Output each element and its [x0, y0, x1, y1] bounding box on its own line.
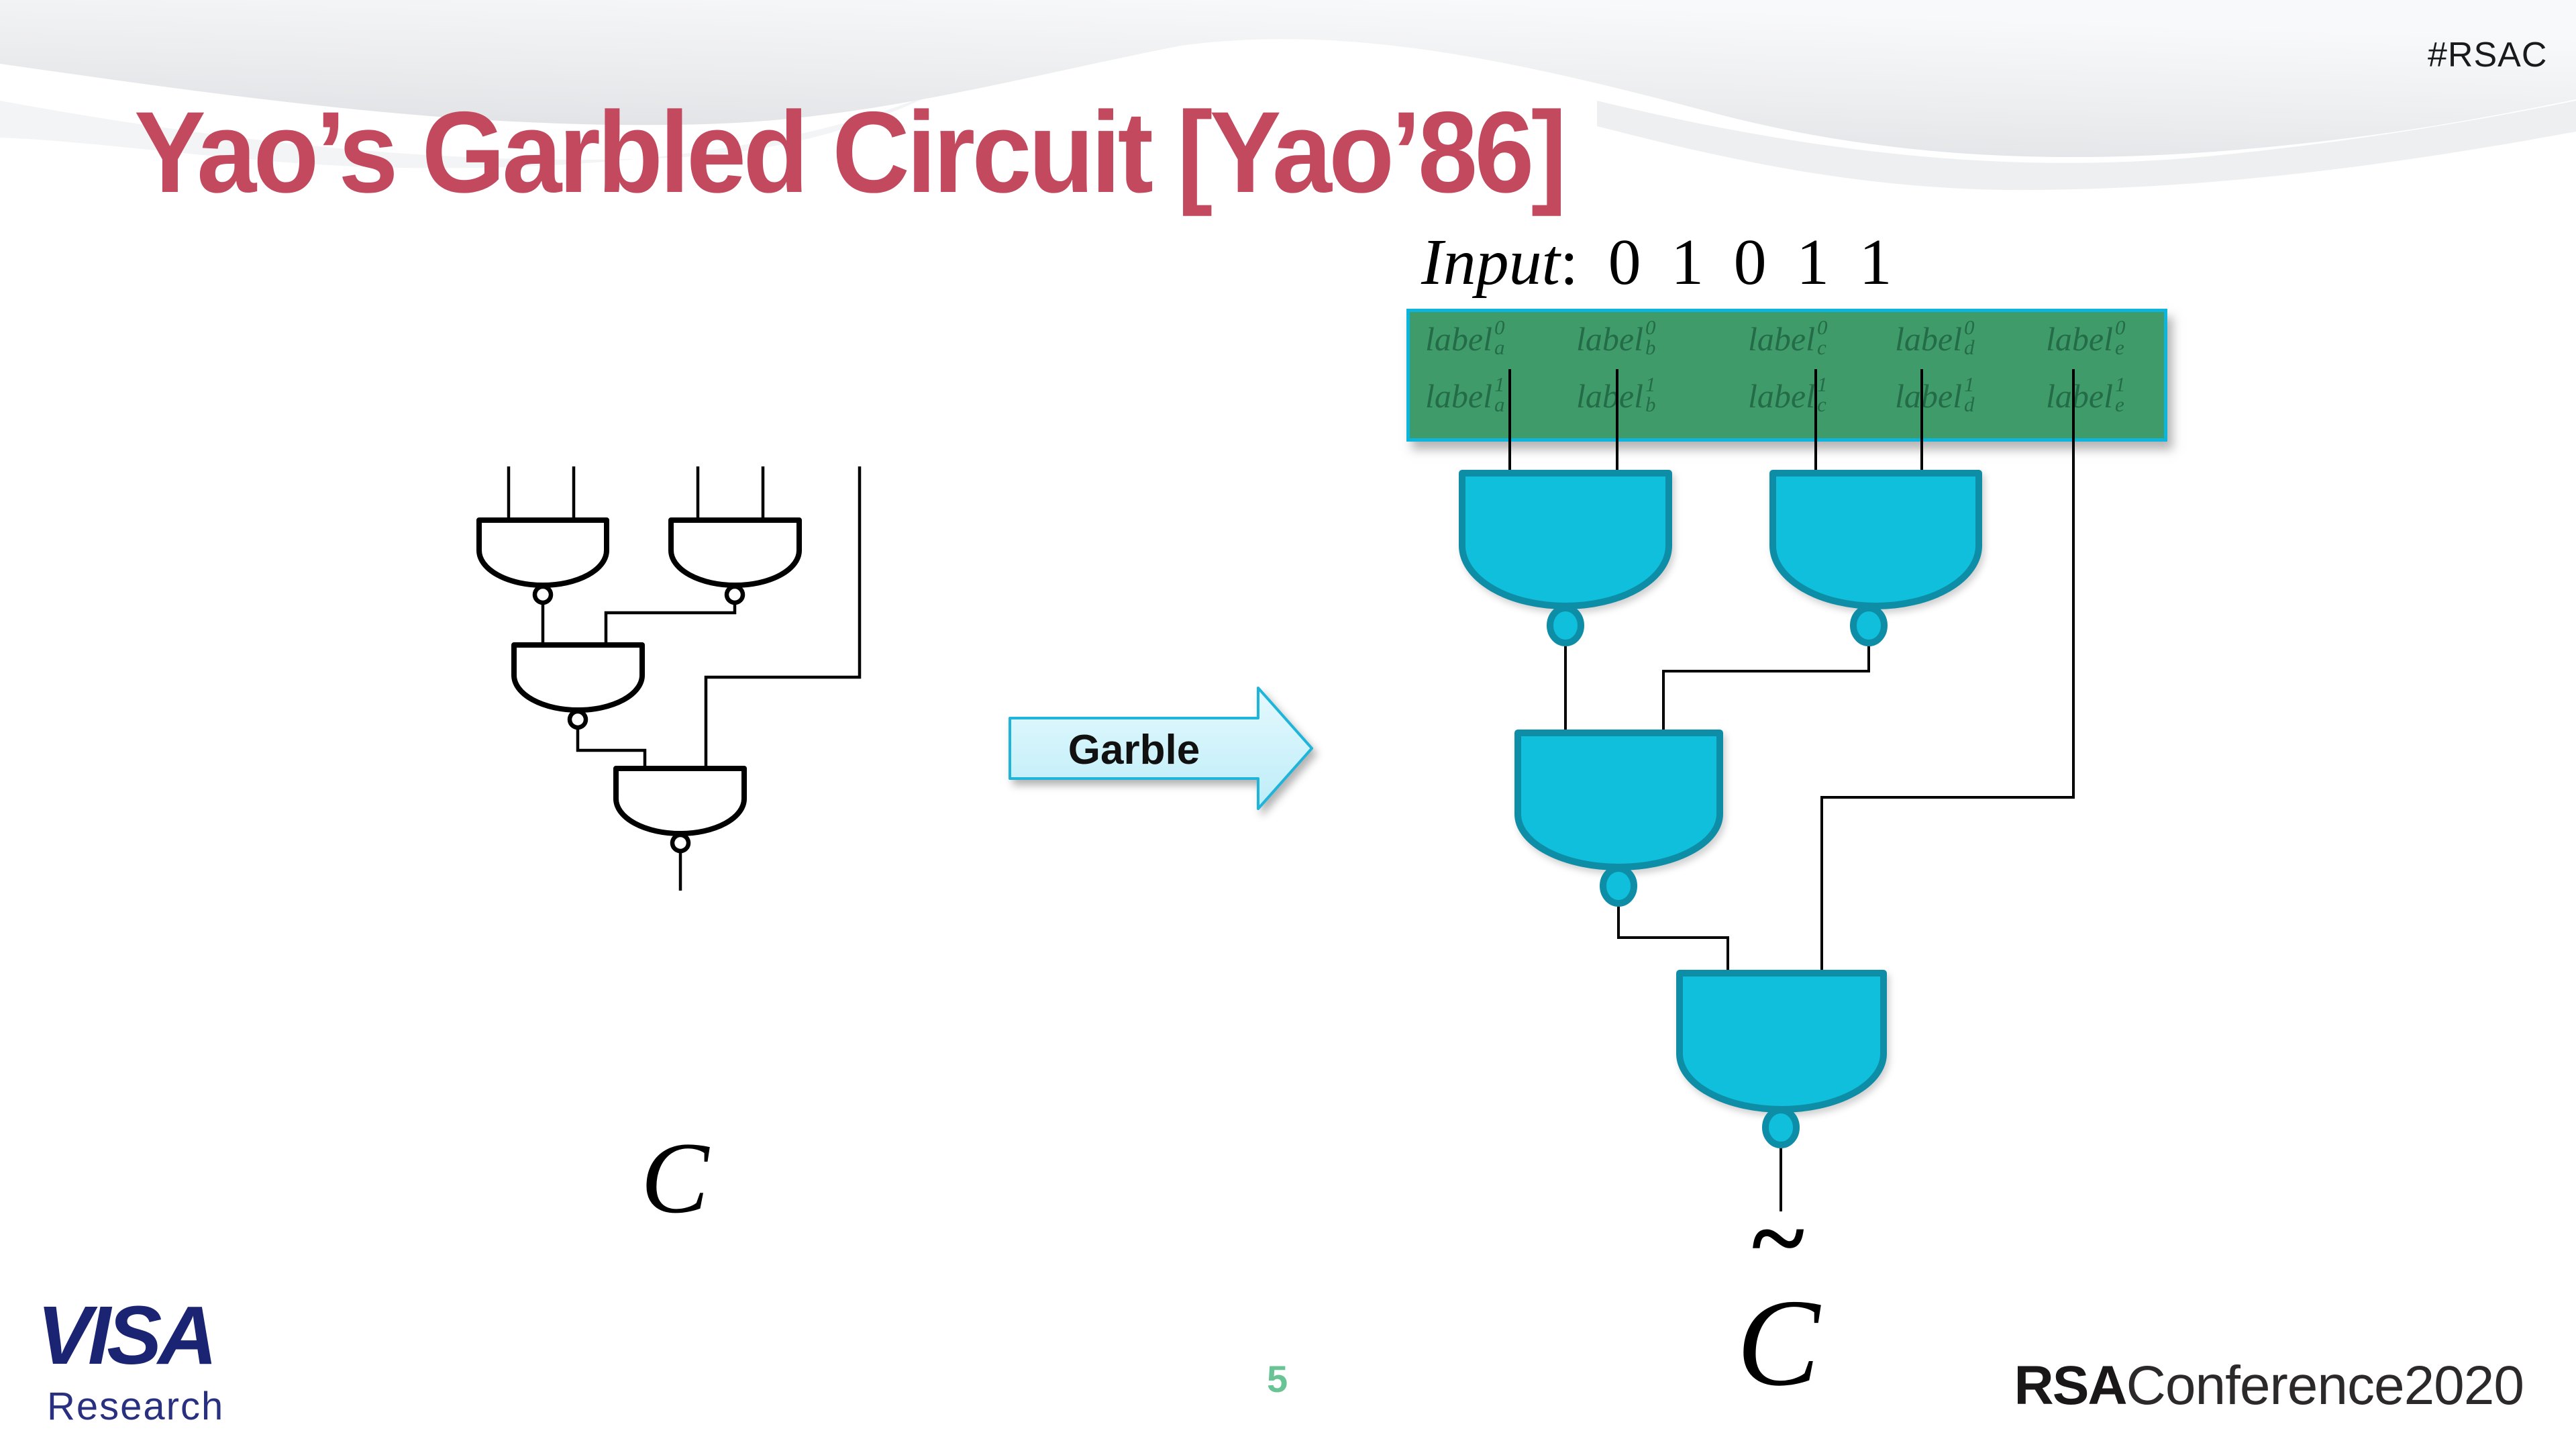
rsa-conference-logo: RSAConference2020 — [2014, 1354, 2525, 1417]
garbled-input-wire-long — [1820, 369, 2075, 973]
swoosh-wave-secondary — [1597, 101, 2576, 191]
garbled-not-bubble — [1600, 865, 1637, 907]
not-bubble — [567, 709, 588, 730]
garbled-nand-gates — [1459, 470, 1982, 1148]
gate-output-wire — [604, 604, 737, 645]
rsa-logo-bold: RSA — [2014, 1355, 2128, 1416]
hashtag-rsac: #RSAC — [2428, 36, 2548, 74]
garbled-gate-output-wire — [1662, 646, 1870, 733]
gate-output-wire — [576, 729, 647, 768]
slide-title: Yao’s Garbled Circuit [Yao’86] — [134, 88, 1567, 217]
not-bubble — [532, 584, 554, 605]
page-number: 5 — [1267, 1358, 1288, 1400]
garbled-gate-output-wire — [1617, 906, 1729, 973]
tilde-mark: ~ — [1751, 1183, 1804, 1294]
plain-circuit-diagram — [476, 466, 862, 891]
garbled-circuit-diagram — [1459, 369, 2075, 1211]
garbled-not-bubble — [1850, 605, 1888, 646]
nand-gate — [613, 766, 747, 836]
garble-arrow — [1009, 687, 1313, 810]
nand-gates — [476, 517, 802, 854]
input-bits: : 0 1 0 1 1 — [1559, 226, 1899, 299]
garbled-not-bubble — [1762, 1107, 1800, 1148]
garbled-nand-gate — [1459, 470, 1672, 609]
rsa-logo-light: Conference2020 — [2126, 1355, 2524, 1416]
not-bubble — [670, 832, 691, 854]
nand-gate — [476, 517, 609, 588]
garble-arrow-label: Garble — [1068, 726, 1200, 773]
input-word: Input — [1421, 226, 1560, 299]
garbled-nand-gate — [1769, 470, 1982, 609]
garbled-c-letter: C — [1736, 1274, 1820, 1412]
nand-gate — [668, 517, 802, 588]
nand-gate — [511, 642, 645, 713]
visa-research-label: Research — [47, 1385, 225, 1428]
circuit-wires — [507, 466, 862, 891]
input-wire-long — [704, 466, 862, 768]
arrow-shape — [1009, 687, 1313, 810]
garbled-not-bubble — [1547, 605, 1584, 646]
circuit-c-label: C — [641, 1121, 709, 1234]
visa-logo: VISA — [37, 1290, 217, 1382]
not-bubble — [724, 584, 745, 605]
garbled-nand-gate — [1514, 730, 1723, 870]
input-line: Input: 0 1 0 1 1 — [1421, 225, 1899, 300]
garbled-nand-gate — [1676, 970, 1887, 1113]
garbled-wires — [1508, 369, 2075, 1211]
